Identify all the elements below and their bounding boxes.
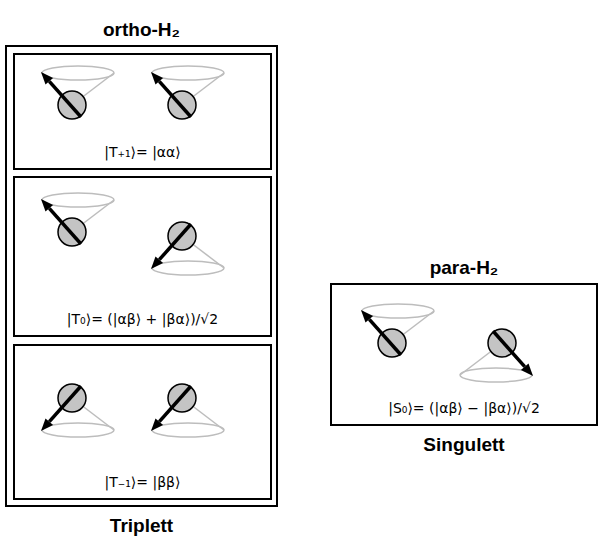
spin-down bbox=[151, 222, 224, 275]
singlet-box: para-H₂|S₀⟩= (|αβ⟩ − |βα⟩)/√2Singulett bbox=[330, 283, 598, 426]
state-formula: |T₋₁⟩= |ββ⟩ bbox=[15, 474, 270, 490]
state-box: |T₋₁⟩= |ββ⟩ bbox=[13, 344, 272, 500]
spin-down bbox=[460, 329, 533, 382]
state-formula: |S₀⟩= (|αβ⟩ − |βα⟩)/√2 bbox=[332, 400, 596, 416]
spin-up bbox=[41, 66, 114, 119]
spin-up bbox=[41, 193, 114, 246]
state-box: |T₊₁⟩= |αα⟩ bbox=[13, 53, 272, 170]
spin-down bbox=[41, 384, 114, 437]
state-formula: |T₀⟩= (|αβ⟩ + |βα⟩)/√2 bbox=[15, 311, 270, 327]
group-heading: para-H₂ bbox=[332, 257, 596, 279]
group-heading: ortho-H₂ bbox=[7, 19, 276, 41]
group-label: Triplett bbox=[7, 515, 276, 537]
spin-down bbox=[151, 384, 224, 437]
state-formula: |T₊₁⟩= |αα⟩ bbox=[15, 144, 270, 160]
state-box: |T₀⟩= (|αβ⟩ + |βα⟩)/√2 bbox=[13, 176, 272, 337]
spin-up bbox=[361, 304, 434, 357]
group-label: Singulett bbox=[332, 434, 596, 456]
spin-up bbox=[151, 66, 224, 119]
triplet-group-box: ortho-H₂Triplett|T₊₁⟩= |αα⟩|T₀⟩= (|αβ⟩ +… bbox=[5, 45, 278, 507]
